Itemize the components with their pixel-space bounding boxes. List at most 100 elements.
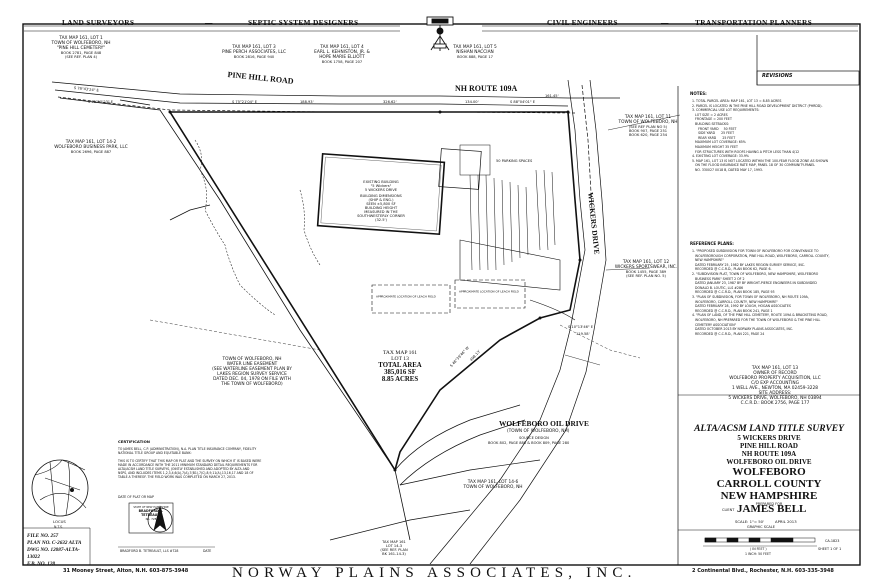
wolfeboro-oil-drive-ref2: BOOK 802, PAGE 888 & BOOK 809, PAGE 280 xyxy=(488,441,570,445)
header-septic: SEPTIC SYSTEM DESIGNERS xyxy=(248,18,359,27)
header-land-surveyors: LAND SURVEYORS xyxy=(62,18,135,27)
bearing: S 75°21'04" E xyxy=(232,100,257,104)
reference-plan-line: RECORDED @ C.C.R.D., PLAN BOOK 62, PAGE … xyxy=(692,267,772,272)
note-line: SIDE YARD 25 FEET xyxy=(692,131,735,136)
note-line: LOT SIZE = 2 ACRES xyxy=(692,112,728,117)
reference-plan-line: BUSINESS PARK" SHEET 2 OF 2 xyxy=(692,276,745,281)
note-line: NO. 330027 0018 B, DATED MAY 17, 1993. xyxy=(692,168,763,172)
sheet-ca: CA-1823 xyxy=(825,539,840,543)
locus-label: LOCUS xyxy=(53,519,66,524)
header-civil-engineers: CIVIL ENGINEERS xyxy=(547,18,618,27)
reference-plan-line: 1. "PROPOSED SUBDIVISION FOR TOWN OF WOL… xyxy=(692,249,819,253)
file-block: FILE NO. 257 PLAN NO. C-2632 ALTA DWG NO… xyxy=(27,533,82,567)
footer-alton-address: 31 Mooney Street, Alton, N.H. 603-875-39… xyxy=(63,568,189,574)
notes-title: NOTES: xyxy=(690,91,707,96)
scale-label: SCALE: 1"= 50' xyxy=(735,519,765,524)
nh-route-109a-label: NH ROUTE 109A xyxy=(455,84,518,93)
wickers-drive xyxy=(559,79,607,373)
parcel-lot5: TAX MAP 161, LOT 5 NISHAN NACCIAN BOOK 8… xyxy=(453,45,497,59)
date-of-plat-label: DATE OF PLAT OR MAP xyxy=(118,495,154,499)
reference-plan-line: RECORDED @ C.C.R.D., PLAN BOOK 241, PAGE… xyxy=(692,308,773,313)
header-transportation: TRANSPORTATION PLANNERS xyxy=(695,18,813,27)
scale-note: 1 INCH: 50 FEET xyxy=(745,552,771,556)
sheet-number: SHEET 1 OF 1 xyxy=(818,547,842,551)
subject-lot-boundary xyxy=(168,111,581,472)
reference-plan-line: CEMETERY ASSOCIATION" xyxy=(692,322,737,327)
distance: 161.45' xyxy=(545,94,559,98)
footer-rochester-address: 2 Continental Blvd., Rochester, N.H. 603… xyxy=(692,568,834,574)
bearing: S 88°04'01" E xyxy=(510,100,535,104)
revisions-label: REVISIONS xyxy=(762,73,793,79)
waterline-easement-note: TOWN OF WOLFEBORO, NH WATER LINE EASEMEN… xyxy=(212,357,292,387)
parcel-lot4: TAX MAP 161, LOT 4 EARL L. KEHNISTON, JR… xyxy=(314,45,370,64)
graphic-scale-bar xyxy=(704,537,816,543)
note-line: 3. COMMERCIAL USE LOT REQUIREMENTS: xyxy=(692,108,760,113)
bearing: S 71°12'23" E xyxy=(88,100,113,104)
header-dash: — xyxy=(661,18,669,27)
distance: 326.62' xyxy=(383,100,397,104)
note-line: FRONT YARD 50 FEET xyxy=(692,126,737,131)
distance: 188.93' xyxy=(300,100,314,104)
locus-map xyxy=(31,459,89,517)
parking-count: 50 PARKING SPACES xyxy=(496,159,533,163)
footer-company-name: NORWAY PLAINS ASSOCIATES, INC. xyxy=(232,565,637,581)
monuments xyxy=(70,110,582,492)
reference-plan-line: WOLFEBOROUGH CORPORATION, PINE HILL ROAD… xyxy=(692,253,830,258)
leach-field-label: APPROXIMATE LOCATION OF LEACH FIELD xyxy=(459,290,519,294)
signer-name: BRADFORD B. TETREAULT, LLS #728 xyxy=(120,549,179,553)
north-arrow xyxy=(147,505,173,533)
reference-plan-line: RECORDED @ C.C.R.D., PLAN 221, PAGE 24 xyxy=(692,331,765,336)
note-line: 1. TOTAL PARCEL AREA: MAP 161, LOT 13 = … xyxy=(692,99,782,103)
parcel-lot14-2: TAX MAP 161, LOT 14-2 WOLFEBORO BUSINESS… xyxy=(54,140,128,154)
reference-plan-line: 2. "SUBDIVISION PLAT, TOWN OF WOLFEBORO,… xyxy=(692,272,819,276)
parcel-cemetery: TAX MAP 161, LOT 1 TOWN OF WOLFEBORO, NH… xyxy=(51,36,111,59)
certification-text: TO JAMES BELL, C.P. (ADMINISTRATION), N.… xyxy=(118,447,262,479)
reference-plan-line: 4. "PLAN OF LAND, OF THE PINE HILL CEMET… xyxy=(692,313,828,318)
client-name: JAMES BELL xyxy=(737,503,807,515)
certification-title: CERTIFICATION xyxy=(118,439,150,444)
note-line: BUILDING SETBACKS: xyxy=(692,122,730,126)
note-line: MAXIMUM LOT COVERAGE: 65% xyxy=(692,140,746,145)
wolfeboro-oil-drive-ref: SOURCE DESIGN xyxy=(519,436,549,440)
reference-plan-line: DATED JANUARY 23, 1987 BY BY WRIGHT-PIER… xyxy=(692,281,817,286)
parking-stripes xyxy=(469,169,556,271)
bearing: S 10°13'46" E xyxy=(568,325,593,329)
existing-building xyxy=(316,152,446,236)
parcel-lot12: TAX MAP 161, LOT 12 WICKERS SPORTSWEAR, … xyxy=(614,260,678,278)
reference-plan-line: RECORDED @ C.C.R.D., PLAN BOOK 185, PAGE… xyxy=(692,290,775,295)
leach-field-2 xyxy=(454,279,526,309)
reference-plan-line: WOLFEBORO, NH PREPARED FOR THE TOWN OF W… xyxy=(692,318,821,322)
parcel-lot11: TAX MAP 161, LOT 11 TOWN OF WOLFEBORO, N… xyxy=(618,115,678,137)
note-line: MAXIMUM HEIGHT 35 FEET xyxy=(692,145,738,149)
wolfeboro-oil-drive xyxy=(394,404,526,486)
reference-plans-title: REFERENCE PLANS: xyxy=(690,241,734,246)
leach-field-1 xyxy=(371,284,451,314)
pine-hill-road xyxy=(51,81,620,114)
surveyor-seal-text: STATE OF NEW HAMPSHIRE BRADFORD B. TETRE… xyxy=(133,506,169,521)
tree-line xyxy=(194,139,276,316)
reference-plan-line: WOLFEBORO, CARROLL COUNTY, NEW HAMPSHIRE… xyxy=(692,299,778,304)
reference-plan-line: NEW HAMPSHIRE" xyxy=(692,258,724,263)
building-label: EXISTING BUILDING "5 Wickers" 5 WICKERS … xyxy=(357,180,405,222)
reference-plan-line: DONALD B. LOUTIC, LLS #286 xyxy=(692,285,744,290)
scale-units: ( IN FEET ) xyxy=(750,547,767,551)
distance: 119.58' xyxy=(576,332,590,336)
distance: 134.00' xyxy=(465,100,479,104)
note-line: 5. MAP 161, LOT 13 IS NOT LOCATED WITHIN… xyxy=(692,158,828,163)
leach-field-label: APPROXIMATE LOCATION OF LEACH FIELD xyxy=(376,295,436,299)
note-line: FOR STRUCTURES WITH ROOFS HAVING A PITCH… xyxy=(692,149,800,154)
surveyor-seal xyxy=(128,502,174,534)
signer-date-label: DATE xyxy=(203,549,212,553)
note-line: 4. EXISTING LOT COVERAGE: 33.9% xyxy=(692,154,749,159)
reference-plan-line: DATED FEBRUARY 28, 1992 BY LOUGH, HOGAN … xyxy=(692,304,791,309)
locus-scale: N.T.S. xyxy=(54,525,64,529)
surveyor-tripod-logo xyxy=(426,16,454,51)
subject-lot-label: TAX MAP 161 LOT 13 TOTAL AREA 385,016 SF… xyxy=(378,350,422,383)
parcel-lot3: TAX MAP 161, LOT 3 PINE PERCH ASSOCIATES… xyxy=(221,45,287,59)
graphic-scale-label: GRAPHIC SCALE xyxy=(747,525,775,529)
reference-plan-line: DATED OCTOBER 2013 BY NORWAY PLAINS ASSO… xyxy=(692,327,794,332)
parcel-lot14-6: TAX MAP 161, LOT 14-6 TOWN OF WOLFEBORO,… xyxy=(463,480,523,490)
date-label: APRIL 2013 xyxy=(775,519,797,524)
